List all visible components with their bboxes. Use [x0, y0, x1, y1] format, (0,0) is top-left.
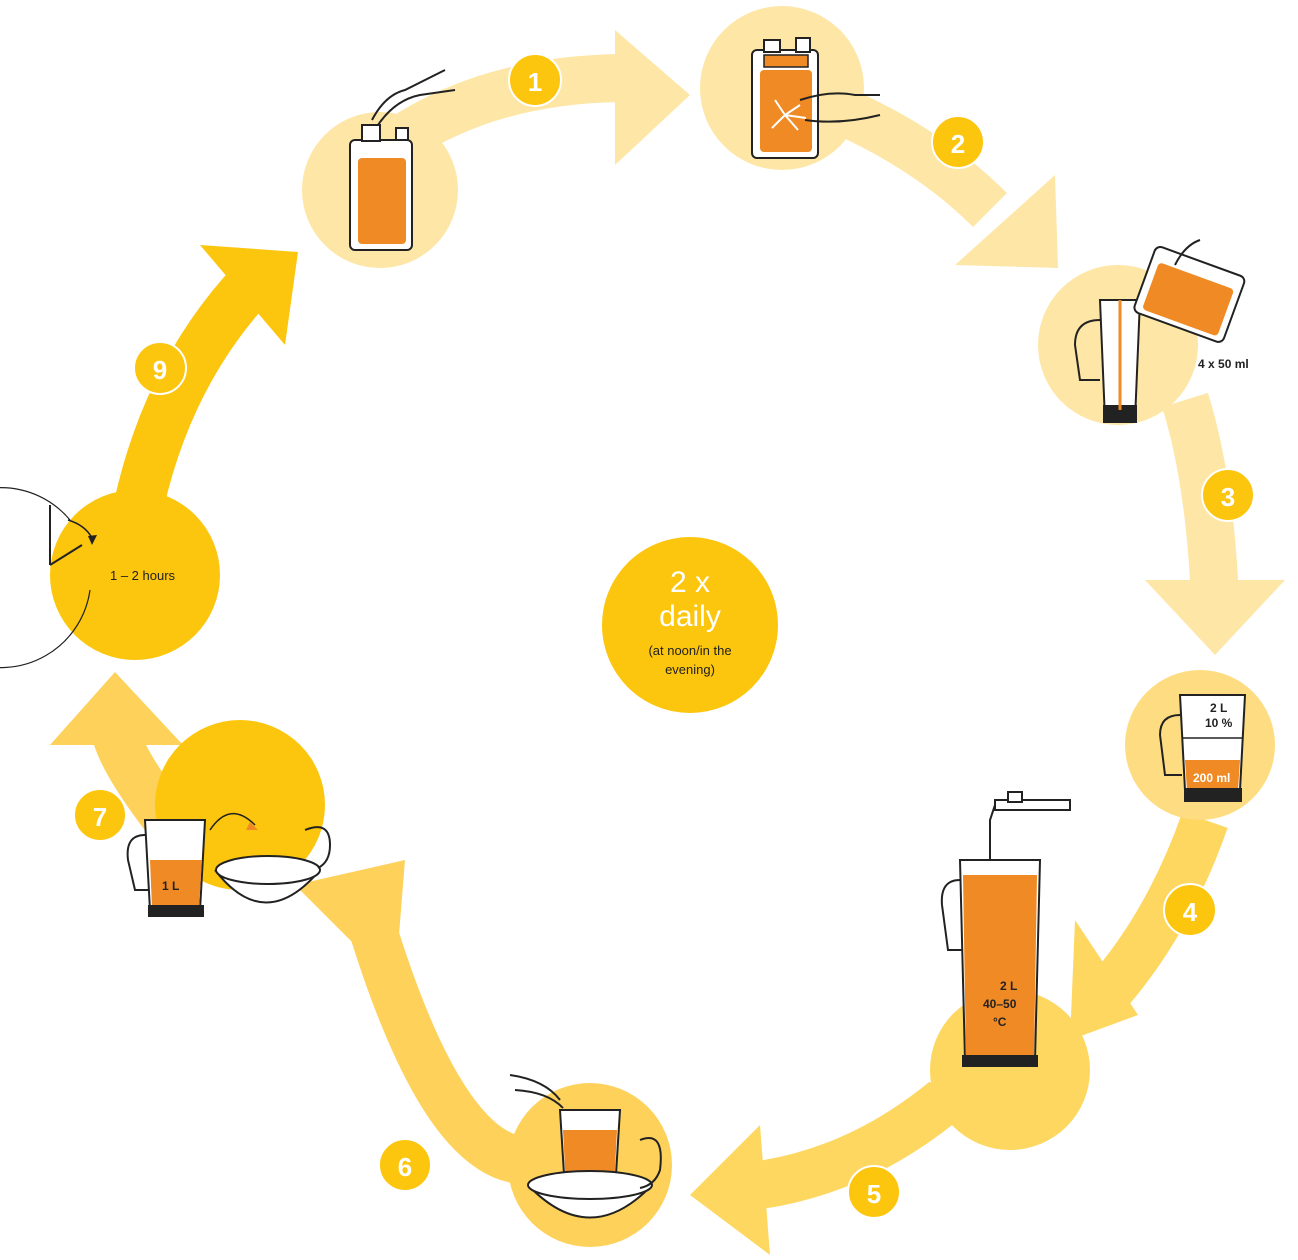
svg-text:6: 6 [398, 1152, 412, 1182]
svg-text:2: 2 [951, 129, 965, 159]
temp-range-label: 40–50 [983, 997, 1017, 1011]
fill-volume-label: 2 L [1000, 979, 1017, 993]
step-badge-2: 2 [931, 115, 985, 169]
concentration-label: 10 % [1205, 716, 1233, 730]
svg-text:4: 4 [1183, 897, 1198, 927]
tap-fill-icon [940, 791, 1071, 1067]
jug-in-bowl-icon [509, 1074, 662, 1219]
step-badge-1: 1 [508, 53, 562, 107]
step-8-circle [50, 490, 220, 660]
svg-text:9: 9 [153, 355, 167, 385]
pour-out-icon [126, 813, 332, 917]
arrow-step-6 [295, 860, 525, 1184]
dose-label: 4 x 50 ml [1198, 357, 1249, 371]
concentrate-amount-label: 200 ml [1193, 771, 1230, 785]
step-badge-9: 9 [133, 341, 187, 395]
step-badge-3: 3 [1201, 468, 1255, 522]
arrow-step-3 [1145, 392, 1285, 655]
jug-dilution-icon [1158, 694, 1247, 802]
wait-time-label: 1 – 2 hours [110, 568, 176, 583]
svg-text:7: 7 [93, 802, 107, 832]
pour-into-jug-icon [1073, 239, 1246, 423]
remaining-volume-label: 1 L [162, 879, 179, 893]
frequency-note-line1: (at noon/in the [648, 643, 731, 658]
frequency-count: 2 x [670, 566, 710, 599]
step-badge-7: 7 [73, 788, 127, 842]
step-badge-6: 6 [378, 1138, 432, 1192]
frequency-badge: 2 x daily (at noon/in the evening) [602, 537, 778, 713]
arrow-step-5 [690, 1081, 961, 1255]
svg-text:1: 1 [528, 67, 542, 97]
temp-unit-label: °C [993, 1015, 1007, 1029]
step-badge-4: 4 [1163, 883, 1217, 937]
clock-icon [0, 487, 97, 669]
svg-text:5: 5 [867, 1179, 881, 1209]
step-badge-5: 5 [847, 1165, 901, 1219]
frequency-note-line2: evening) [665, 662, 715, 677]
bottle-open-icon [349, 69, 456, 251]
svg-text:3: 3 [1221, 482, 1235, 512]
bottle-squeeze-icon [751, 37, 881, 159]
frequency-unit: daily [659, 600, 721, 633]
jug-volume-label: 2 L [1210, 701, 1227, 715]
